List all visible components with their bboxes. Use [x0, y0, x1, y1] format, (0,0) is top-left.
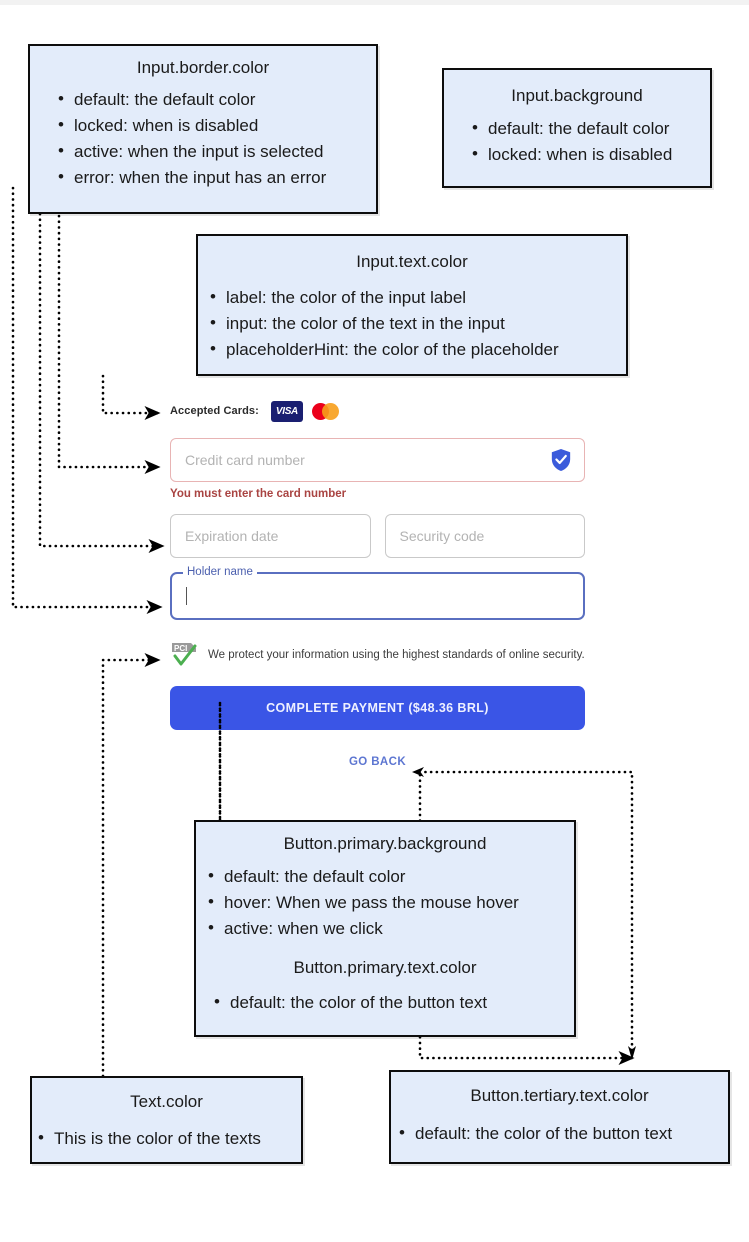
visa-icon-label: VISA	[275, 405, 298, 417]
callout-list-secondary: default: the color of the button text	[196, 989, 574, 1016]
callout-list: default: the default color hover: When w…	[196, 863, 574, 942]
arrowhead-goback-left	[412, 767, 424, 777]
list-item: locked: when is disabled	[472, 141, 710, 168]
accepted-cards-row: Accepted Cards: VISA	[170, 400, 585, 422]
security-code-placeholder: Security code	[399, 528, 485, 544]
list-item: locked: when is disabled	[58, 112, 376, 139]
list-item: This is the color of the texts	[38, 1125, 301, 1152]
callout-list: label: the color of the input label inpu…	[198, 284, 626, 363]
arrow-border-active-to-holder	[11, 186, 163, 615]
expiration-date-input[interactable]: Expiration date	[170, 514, 371, 558]
list-item: hover: When we pass the mouse hover	[208, 889, 574, 916]
callout-list: default: the default color locked: when …	[444, 115, 710, 168]
accepted-cards-label: Accepted Cards:	[170, 405, 259, 417]
security-code-input[interactable]: Security code	[384, 514, 585, 558]
callout-title: Input.background	[511, 86, 643, 105]
callout-input-border-color: Input.border.color default: the default …	[28, 44, 378, 214]
arrow-border-default-to-expiration	[38, 212, 165, 554]
visa-icon: VISA	[270, 400, 303, 422]
arrow-text-color-to-pci	[101, 652, 161, 1078]
mastercard-yellow-circle	[321, 402, 339, 420]
callout-list: default: the default color locked: when …	[30, 86, 376, 191]
callout-title: Text.color	[130, 1092, 203, 1111]
list-item: placeholderHint: the color of the placeh…	[210, 336, 626, 363]
shield-check-icon	[551, 449, 571, 471]
pci-compliance-icon: PCI	[172, 643, 197, 666]
holder-name-input[interactable]: Holder name	[170, 566, 585, 620]
card-number-input[interactable]: Credit card number	[170, 438, 585, 482]
list-item: default: the color of the button text	[399, 1120, 728, 1147]
complete-payment-button[interactable]: COMPLETE PAYMENT ($48.36 BRL)	[170, 686, 585, 730]
callout-list: default: the color of the button text	[391, 1120, 728, 1147]
text-caret	[186, 587, 187, 605]
svg-text:PCI: PCI	[174, 644, 187, 653]
arrow-border-error-to-card-field	[57, 214, 161, 475]
list-item: default: the color of the button text	[214, 989, 574, 1016]
list-item: input: the color of the text in the inpu…	[210, 310, 626, 337]
list-item: active: when we click	[208, 915, 574, 942]
list-item: active: when the input is selected	[58, 138, 376, 165]
callout-title: Input.border.color	[136, 58, 270, 77]
mastercard-icon	[311, 401, 343, 422]
list-item: default: the default color	[472, 115, 710, 142]
list-item: label: the color of the input label	[210, 284, 626, 311]
card-number-placeholder: Credit card number	[185, 452, 305, 468]
list-item: default: the default color	[208, 863, 574, 890]
callout-subtitle: Button.primary.text.color	[293, 957, 477, 977]
callout-input-background: Input.background default: the default co…	[442, 68, 712, 188]
card-number-error-message: You must enter the card number	[170, 488, 347, 500]
callout-input-text-color: Input.text.color label: the color of the…	[196, 234, 628, 376]
callout-list: This is the color of the texts	[32, 1125, 301, 1152]
list-item: error: when the input has an error	[58, 164, 376, 191]
callout-button-primary: Button.primary.background default: the d…	[194, 820, 576, 1037]
callout-title: Button.primary.background	[283, 834, 487, 853]
pci-security-row: PCI We protect your information using th…	[170, 642, 585, 668]
payment-form: Accepted Cards: VISA Credit card number …	[170, 400, 585, 768]
pci-security-text: We protect your information using the hi…	[208, 649, 585, 661]
holder-name-label: Holder name	[183, 566, 257, 578]
callout-title: Button.tertiary.text.color	[470, 1086, 649, 1105]
arrowhead-tertiary-down	[628, 1046, 636, 1060]
arrow-text-color-to-accepted-cards	[101, 374, 161, 421]
expiry-security-row: Expiration date Security code	[170, 514, 585, 558]
callout-button-tertiary: Button.tertiary.text.color default: the …	[389, 1070, 730, 1164]
callout-title: Input.text.color	[356, 252, 468, 271]
top-strip	[0, 0, 749, 5]
go-back-link[interactable]: GO BACK	[348, 756, 407, 768]
list-item: default: the default color	[58, 86, 376, 113]
callout-text-color: Text.color This is the color of the text…	[30, 1076, 303, 1164]
expiration-date-placeholder: Expiration date	[185, 528, 279, 544]
